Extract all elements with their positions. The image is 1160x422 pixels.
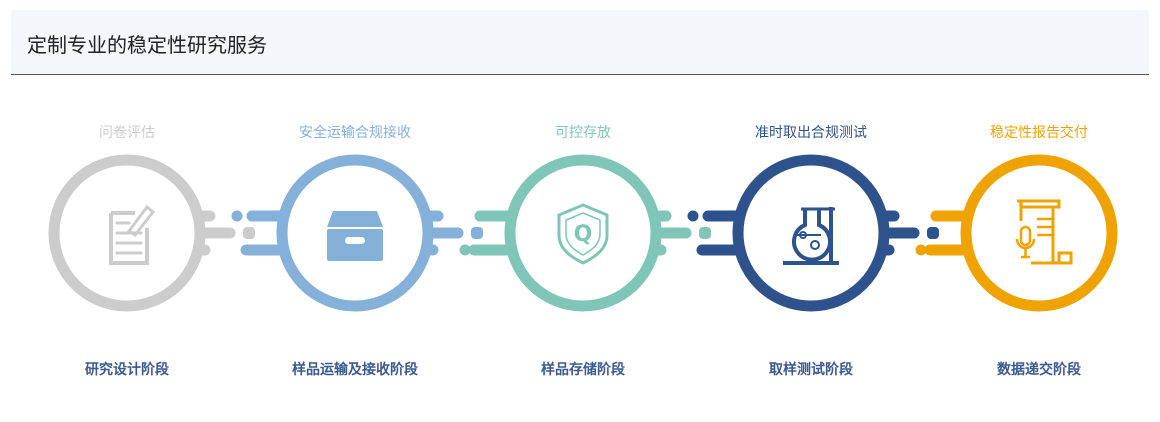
connector-stub bbox=[471, 227, 483, 239]
step-circle bbox=[732, 154, 890, 312]
step-circle bbox=[504, 154, 662, 312]
step-phase-label: 取样测试阶段 bbox=[769, 362, 853, 378]
step-phase-label: 数据递交阶段 bbox=[997, 362, 1081, 378]
step-1 bbox=[48, 154, 255, 312]
svg-text:Q: Q bbox=[574, 222, 593, 247]
connector-stub bbox=[927, 227, 939, 239]
archive-box-icon bbox=[327, 211, 383, 261]
report-scroll-mic-icon bbox=[1015, 199, 1073, 265]
step-phase-label: 样品运输及接收阶段 bbox=[292, 362, 418, 378]
step-title: 稳定性报告交付 bbox=[990, 125, 1088, 141]
document-edit-icon bbox=[109, 204, 156, 265]
page-header: 定制专业的稳定性研究服务 bbox=[11, 10, 1149, 75]
step-title: 可控存放 bbox=[555, 125, 611, 141]
connector-dot bbox=[915, 244, 927, 256]
step-phase-label: 研究设计阶段 bbox=[85, 362, 169, 378]
step-title: 准时取出合规测试 bbox=[755, 125, 867, 141]
shield-q-icon: Q bbox=[557, 203, 609, 265]
step-3: Q bbox=[459, 154, 711, 312]
connector-dot bbox=[231, 210, 243, 222]
connector-stub bbox=[243, 227, 255, 239]
step-4 bbox=[687, 154, 939, 312]
connector-dot bbox=[687, 210, 699, 222]
step-title: 安全运输合规接收 bbox=[299, 125, 411, 141]
step-5 bbox=[915, 154, 1118, 312]
connector-dot bbox=[459, 244, 471, 256]
connector-stub bbox=[699, 227, 711, 239]
page-title: 定制专业的稳定性研究服务 bbox=[27, 33, 267, 57]
step-title: 问卷评估 bbox=[99, 125, 155, 141]
step-2 bbox=[231, 154, 483, 312]
step-phase-label: 样品存储阶段 bbox=[541, 362, 625, 378]
flask-icon bbox=[783, 207, 839, 265]
step-circle bbox=[960, 154, 1118, 312]
